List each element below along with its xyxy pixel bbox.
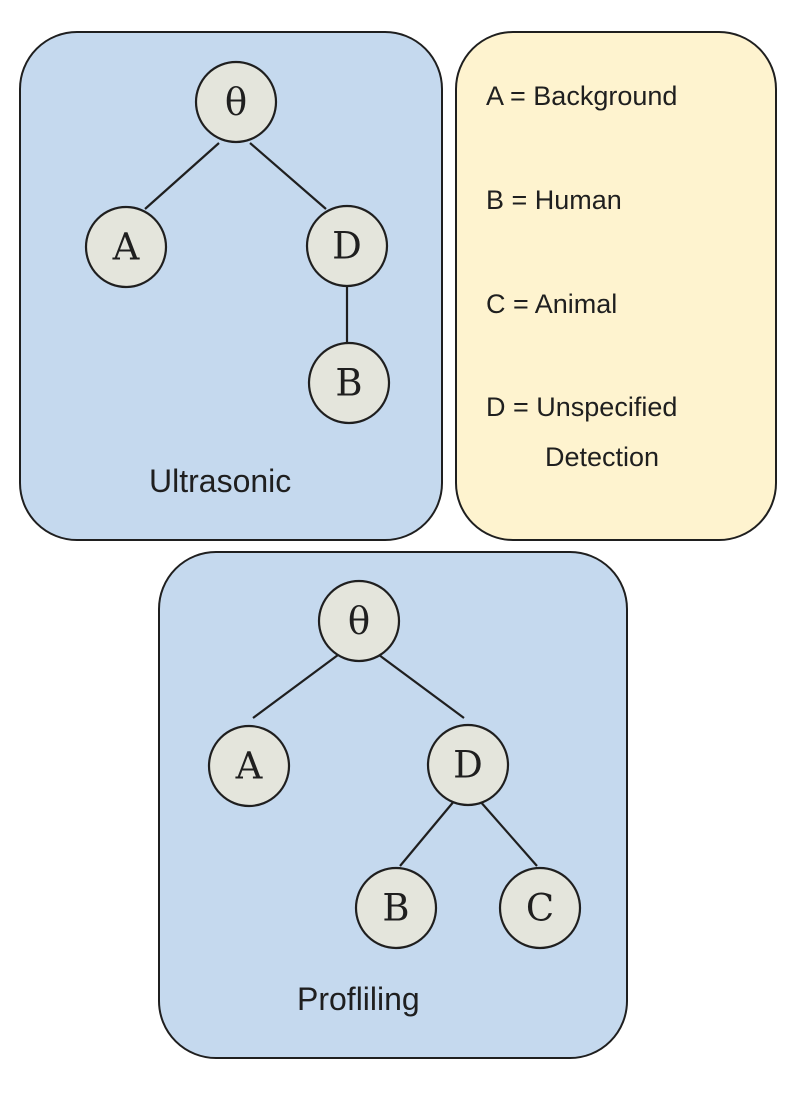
profiling-edge-d-c <box>478 799 538 867</box>
profiling-node-b-label: B <box>382 887 409 930</box>
profiling-node-c-label: C <box>526 887 554 930</box>
ultrasonic-node-a: A <box>84 205 168 289</box>
profiling-node-root-label: θ <box>348 600 370 643</box>
profiling-node-d: D <box>426 723 510 807</box>
legend-item-d: D = Unspecified <box>486 392 678 422</box>
profiling-edge-root-d <box>374 651 465 719</box>
ultrasonic-tree: θ A D B <box>84 60 391 425</box>
ultrasonic-caption: Ultrasonic <box>149 463 292 499</box>
profiling-node-root: θ <box>317 579 401 663</box>
profiling-node-c: C <box>498 866 582 950</box>
ultrasonic-node-b-label: B <box>335 362 362 405</box>
profiling-caption: Profliling <box>297 981 420 1017</box>
profiling-edge-root-a <box>252 651 343 719</box>
legend-item-d-continuation: Detection <box>545 442 660 472</box>
profiling-edge-d-b <box>399 799 456 867</box>
profiling-node-b: B <box>354 866 438 950</box>
profiling-node-d-label: D <box>453 744 483 787</box>
ultrasonic-node-root: θ <box>194 60 278 144</box>
ultrasonic-edge-root-a <box>144 142 220 210</box>
ultrasonic-node-d-label: D <box>332 225 362 268</box>
legend-item-a: A = Background <box>486 81 678 111</box>
ultrasonic-node-a-label: A <box>112 226 141 269</box>
legend-item-b: B = Human <box>486 185 622 215</box>
ultrasonic-edge-root-d <box>249 142 327 210</box>
profiling-node-a-label: A <box>235 745 264 788</box>
ultrasonic-node-b: B <box>307 341 391 425</box>
profiling-tree: θ A D B C <box>207 579 582 950</box>
profiling-node-a: A <box>207 724 291 808</box>
legend-item-c: C = Animal <box>486 289 618 319</box>
legend-panel: A = Background B = Human C = Animal D = … <box>455 31 777 541</box>
ultrasonic-node-root-label: θ <box>225 81 247 124</box>
ultrasonic-node-d: D <box>305 204 389 288</box>
